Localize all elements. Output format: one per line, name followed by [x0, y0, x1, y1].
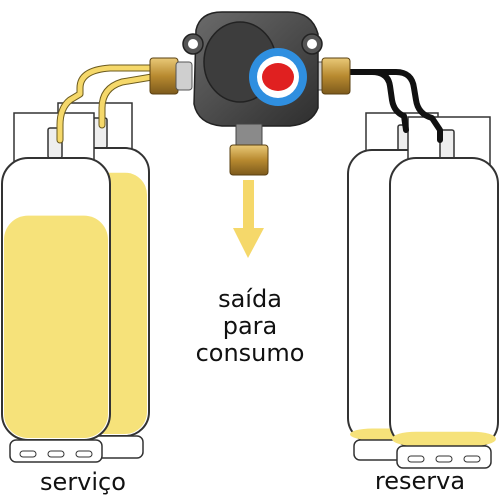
- service-pipe-front: [57, 65, 161, 143]
- reserve-cylinder-front: [389, 116, 499, 469]
- indicator-red-flag-icon: [262, 63, 294, 91]
- foot-hole: [19, 450, 37, 458]
- foot-hole: [47, 450, 65, 458]
- output-label-line: saída: [218, 285, 282, 313]
- arrow-shaft: [243, 180, 254, 228]
- foot-hole: [75, 450, 93, 458]
- cylinder-body: [389, 157, 499, 449]
- mount-hole-icon: [307, 39, 317, 49]
- arrow-head: [233, 228, 264, 258]
- foot-hole: [435, 455, 453, 463]
- reserve-pipes: [343, 69, 443, 143]
- output-label-line: consumo: [195, 339, 305, 367]
- reserve-inlet-fitting: [321, 57, 351, 95]
- service-inlet-nut: [175, 61, 193, 91]
- service-pipes: [56, 64, 162, 144]
- mount-hole-icon: [188, 39, 198, 49]
- service-cylinder-front: [1, 112, 111, 463]
- gas-level-fill: [4, 215, 108, 438]
- service-pipe-back: [99, 73, 161, 128]
- gas-level-fill: [392, 431, 496, 446]
- output-label: saída para consumo: [170, 286, 330, 367]
- flow-arrow-icon: [233, 180, 264, 258]
- changeover-regulator: [149, 11, 351, 176]
- reserve-pipe-front: [343, 69, 443, 143]
- foot-hole: [407, 455, 425, 463]
- outlet-fitting: [229, 144, 269, 176]
- reserve-label: reserva: [374, 467, 466, 495]
- output-label-line: para: [222, 312, 278, 340]
- regulator-stem: [235, 123, 263, 147]
- service-label: serviço: [40, 468, 126, 496]
- service-inlet-fitting: [149, 57, 179, 95]
- foot-hole: [463, 455, 481, 463]
